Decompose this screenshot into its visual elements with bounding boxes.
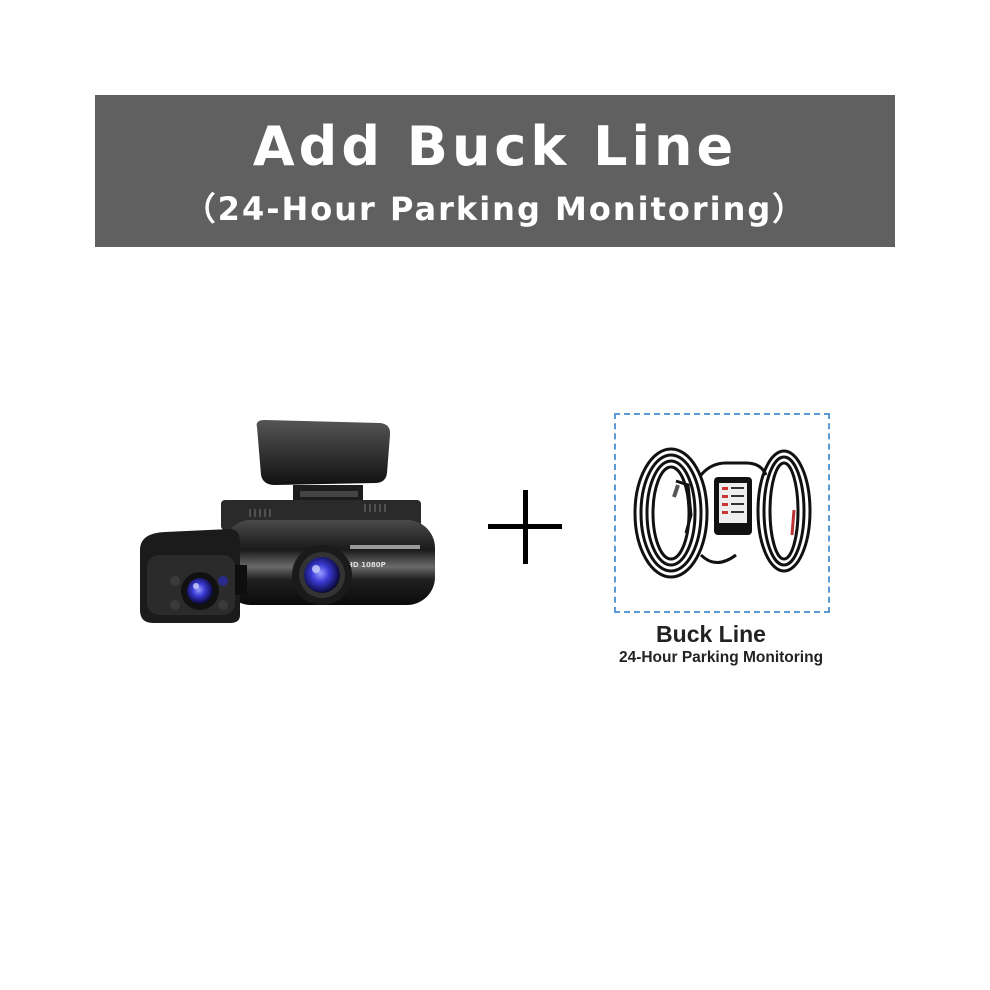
dash-camera-icon: HD 1080P (140, 420, 435, 623)
buck-line-cable-icon (633, 447, 812, 579)
camera-model-label: HD 1080P (347, 561, 386, 569)
banner-title: Add Buck Line (252, 115, 738, 178)
title-banner: Add Buck Line （24-Hour Parking Monitorin… (95, 95, 895, 247)
buck-line-title: Buck Line (656, 621, 766, 647)
banner-subtitle: （24-Hour Parking Monitoring） (183, 190, 807, 228)
buck-line-image (614, 413, 830, 613)
buck-line-subtitle: 24-Hour Parking Monitoring (618, 649, 824, 666)
dash-camera-image: HD 1080P (135, 415, 445, 630)
plus-icon (486, 488, 564, 566)
